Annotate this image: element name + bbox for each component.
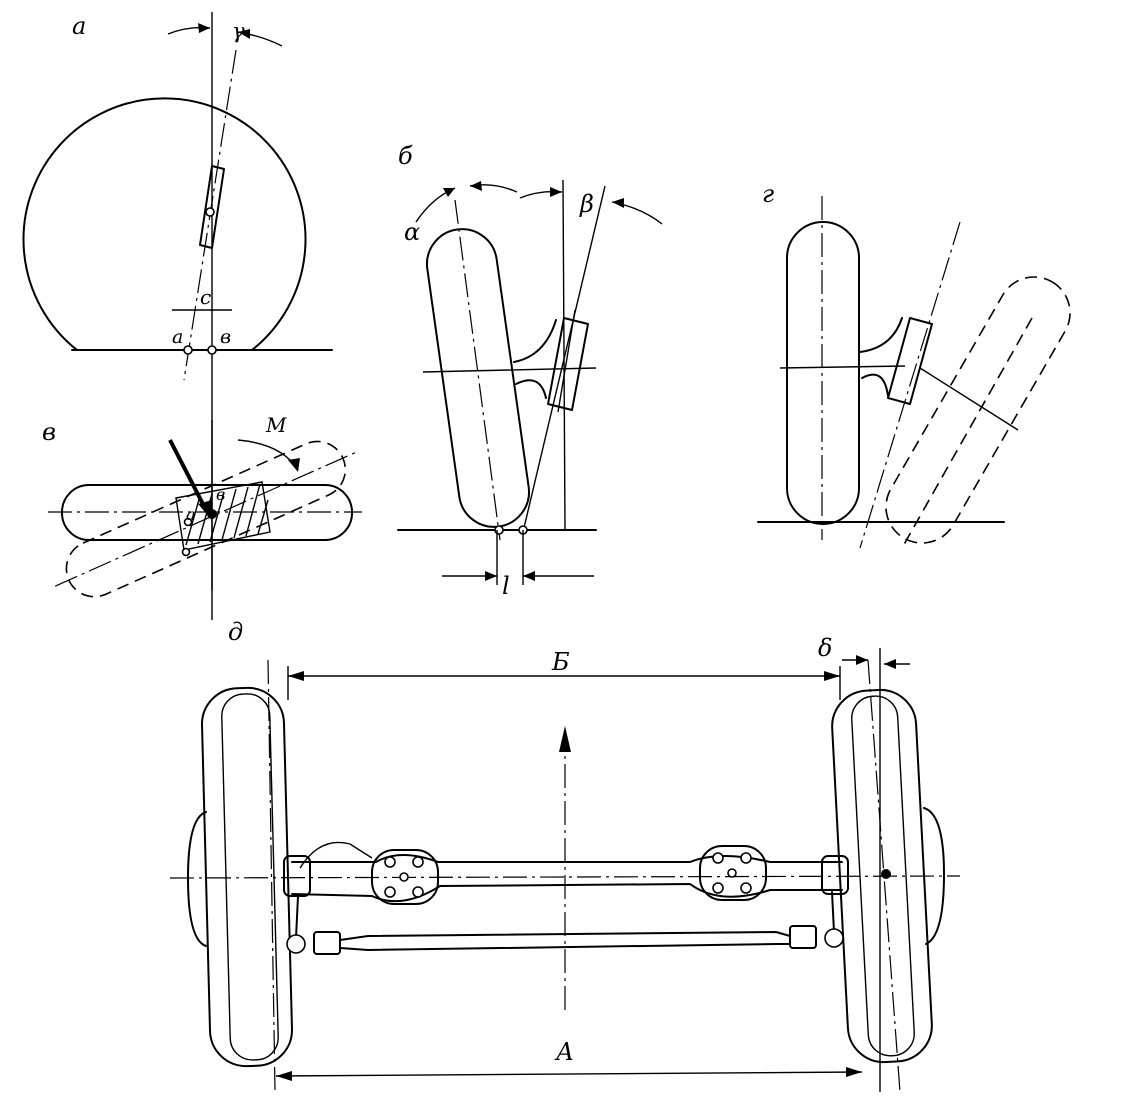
view-v-plan-caster: в а в М [42,413,362,598]
c-dimension-label: с [200,285,211,309]
gamma-label: γ [232,19,245,43]
axle-beam-bottom [291,883,843,903]
point-v-label: в [220,326,231,348]
contact-point [494,525,504,535]
left-tie-rod-joint [286,934,306,954]
view-b-label: б [398,142,413,170]
view-g-label: г [762,180,774,208]
view-d-toe-in-axle: д [169,618,961,1093]
right-wheel-center-dot [881,869,891,879]
left-axle-bend [299,841,373,869]
point-v-marker [207,345,217,355]
contact-point-b [181,547,191,557]
left-spring-pad [371,849,439,905]
kingpin-axis [522,185,606,533]
left-wheel-tread [221,693,279,1061]
kingpin-axis [859,221,961,549]
left-wheel-outline [200,686,294,1068]
point-a-marker [183,345,193,355]
turned-centerline [901,317,1033,549]
kingpin-body [199,165,225,249]
beta-label: β [579,190,594,218]
right-hub-cap [923,807,945,945]
l-dimension-label: l [502,572,510,600]
right-wheel-outline [831,688,933,1064]
right-tie-rod-end [789,925,817,949]
knuckle-arm-upper [859,317,903,353]
kingpin-body [887,317,933,405]
wheel-turned-axis [54,451,357,587]
wheel-circle [22,97,307,351]
knuckle-arm-upper [513,319,557,363]
knuckle-arm-lower [515,379,547,399]
vertical-reference [562,179,566,531]
view-b-camber-inclination: б l α β [397,142,663,600]
axle-centerline [169,875,961,879]
wheel-straight-outline [786,221,860,525]
view-d-label: д [228,618,243,646]
point-v-small-label: в [216,485,225,504]
right-knuckle [821,855,849,895]
right-tie-rod-joint [824,928,844,948]
contact-point-a [183,517,193,527]
alpha-label: α [404,218,420,246]
wheel-centerline [454,199,501,541]
kingpin-body [547,317,589,411]
wheel-turned-outline [885,276,1071,544]
left-wheel-centerline [267,659,276,1091]
view-v-label: в [42,418,56,446]
view-a-caster-side: а γ с а в [22,12,333,620]
spindle-turned [919,367,1019,431]
delta-label: δ [818,634,832,662]
right-wheel-tread [851,695,915,1057]
moment-label: М [265,413,287,437]
right-steering-arm [831,891,835,933]
left-hub-cap [187,811,207,947]
point-a-label: а [172,326,183,348]
left-tie-rod-end [313,931,341,955]
kingpin-inner-line [557,309,576,413]
a-dimension-line [275,1071,863,1077]
hatched-kingpin-area [175,481,271,551]
moment-arc [237,439,299,471]
view-g-turned-wheel: г [757,180,1071,549]
kingpin-center-point [205,207,215,217]
a-dimension-label: А [554,1038,574,1066]
tie-rod-top [339,931,791,941]
right-spring-pad [699,845,767,901]
spindle-axis [422,367,597,373]
force-arrow [168,439,208,511]
left-steering-arm [295,895,299,939]
spindle-straight [779,365,906,369]
tie-rod-bottom [339,943,791,951]
point-a-small-label: а [186,505,196,524]
direction-arrowhead [559,726,571,752]
b-dimension-label: Б [551,648,570,676]
knuckle-arm-lower [861,373,889,397]
view-a-label: а [72,12,86,40]
